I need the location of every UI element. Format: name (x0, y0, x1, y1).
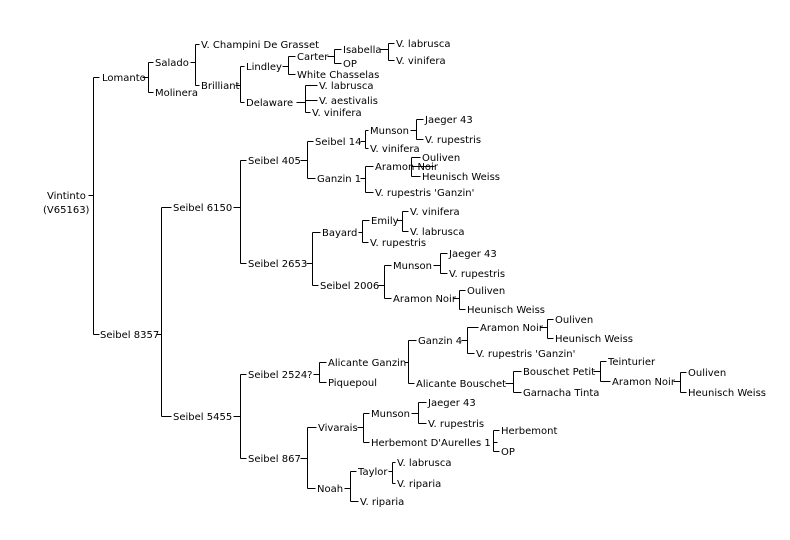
node-lomanto: Lomanto (102, 73, 146, 84)
node-munson-3: Munson (371, 409, 410, 420)
node-vivarais: Vivarais (318, 423, 358, 434)
node-seibel-867: Seibel 867 (248, 454, 301, 465)
node-vinifera-3: V. vinifera (370, 144, 420, 155)
node-rupestris-1: V. rupestris (425, 135, 481, 146)
node-munson-2: Munson (393, 261, 432, 272)
node-ganzin-1: Ganzin 1 (317, 174, 361, 185)
node-ouliven-1: Ouliven (422, 153, 460, 164)
node-molinera: Molinera (155, 88, 198, 99)
node-seibel-405: Seibel 405 (248, 156, 301, 167)
node-piquepoul: Piquepoul (328, 378, 377, 389)
node-rupestris-3: V. rupestris (449, 269, 505, 280)
node-seibel-2006: Seibel 2006 (320, 281, 379, 292)
node-isabella: Isabella (343, 45, 381, 56)
node-bouschet-petit: Bouschet Petit (523, 367, 595, 378)
node-labrusca-2: V. labrusca (319, 81, 373, 92)
root-name: Vintinto (47, 191, 86, 202)
node-labrusca-3: V. labrusca (410, 227, 464, 238)
node-ouliven-4: Ouliven (688, 368, 726, 379)
node-aramon-3: Aramon Noir (480, 323, 544, 334)
node-champini: V. Champini De Grasset (201, 40, 319, 51)
node-herbemont-da: Herbemont D'Aurelles 1 (371, 438, 491, 449)
root-code: (V65163) (43, 205, 90, 216)
node-munson-1: Munson (370, 126, 409, 137)
node-jaeger-3: Jaeger 43 (427, 398, 476, 409)
node-ganzin-4: Ganzin 4 (418, 336, 462, 347)
node-lindley: Lindley (246, 62, 282, 73)
node-brilliant: Brilliant (201, 81, 240, 92)
node-rupganzin-2: V. rupestris 'Ganzin' (476, 349, 575, 360)
node-aramon-1: Aramon Noir (375, 162, 439, 173)
node-labrusca-4: V. labrusca (397, 458, 451, 469)
node-seibel-2653: Seibel 2653 (248, 259, 307, 270)
node-rupestris-4: V. rupestris (428, 419, 484, 430)
node-jaeger-2: Jaeger 43 (448, 249, 497, 260)
node-aramon-4: Aramon Noir (612, 377, 676, 388)
node-seibel-8357: Seibel 8357 (100, 330, 159, 341)
node-riparia-1: V. riparia (397, 479, 441, 490)
node-delaware: Delaware (246, 98, 293, 109)
node-vinifera-4: V. vinifera (410, 207, 460, 218)
node-heunisch-2: Heunisch Weiss (467, 305, 545, 316)
node-seibel-5455: Seibel 5455 (173, 412, 232, 423)
node-heunisch-4: Heunisch Weiss (688, 388, 766, 399)
node-ouliven-2: Ouliven (467, 286, 505, 297)
node-heunisch-3: Heunisch Weiss (555, 334, 633, 345)
node-garnacha: Garnacha Tinta (523, 388, 599, 399)
node-riparia-2: V. riparia (360, 497, 404, 508)
node-teinturier: Teinturier (607, 357, 656, 368)
node-heunisch-1: Heunisch Weiss (422, 172, 500, 183)
node-vinifera-1: V. vinifera (396, 56, 446, 67)
node-vinifera-2: V. vinifera (312, 108, 362, 119)
node-alicante-ganzin: Alicante Ganzin (328, 358, 406, 369)
node-bayard: Bayard (322, 228, 357, 239)
node-emily: Emily (371, 216, 399, 227)
node-alicante-bouschet: Alicante Bouschet (416, 379, 506, 390)
node-salado: Salado (155, 58, 189, 69)
node-rupestris-2: V. rupestris (370, 238, 426, 249)
node-taylor: Taylor (357, 467, 388, 478)
node-noah: Noah (317, 484, 343, 495)
node-ouliven-3: Ouliven (555, 315, 593, 326)
node-labrusca-1: V. labrusca (396, 39, 450, 50)
node-seibel-2524: Seibel 2524? (248, 370, 313, 381)
node-rupganzin-1: V. rupestris 'Ganzin' (375, 188, 474, 199)
node-white-chasselas: White Chasselas (297, 70, 379, 81)
node-seibel-6150: Seibel 6150 (173, 203, 232, 214)
node-herbemont: Herbemont (501, 426, 557, 437)
node-aestivalis: V. aestivalis (319, 96, 378, 107)
node-op-1: OP (343, 59, 357, 70)
node-carter: Carter (297, 52, 329, 63)
node-op-2: OP (501, 447, 515, 458)
node-seibel-14: Seibel 14 (315, 137, 361, 148)
tree-connectors (88, 43, 687, 502)
node-aramon-2: Aramon Noir (393, 294, 457, 305)
node-jaeger-1: Jaeger 43 (424, 115, 473, 126)
